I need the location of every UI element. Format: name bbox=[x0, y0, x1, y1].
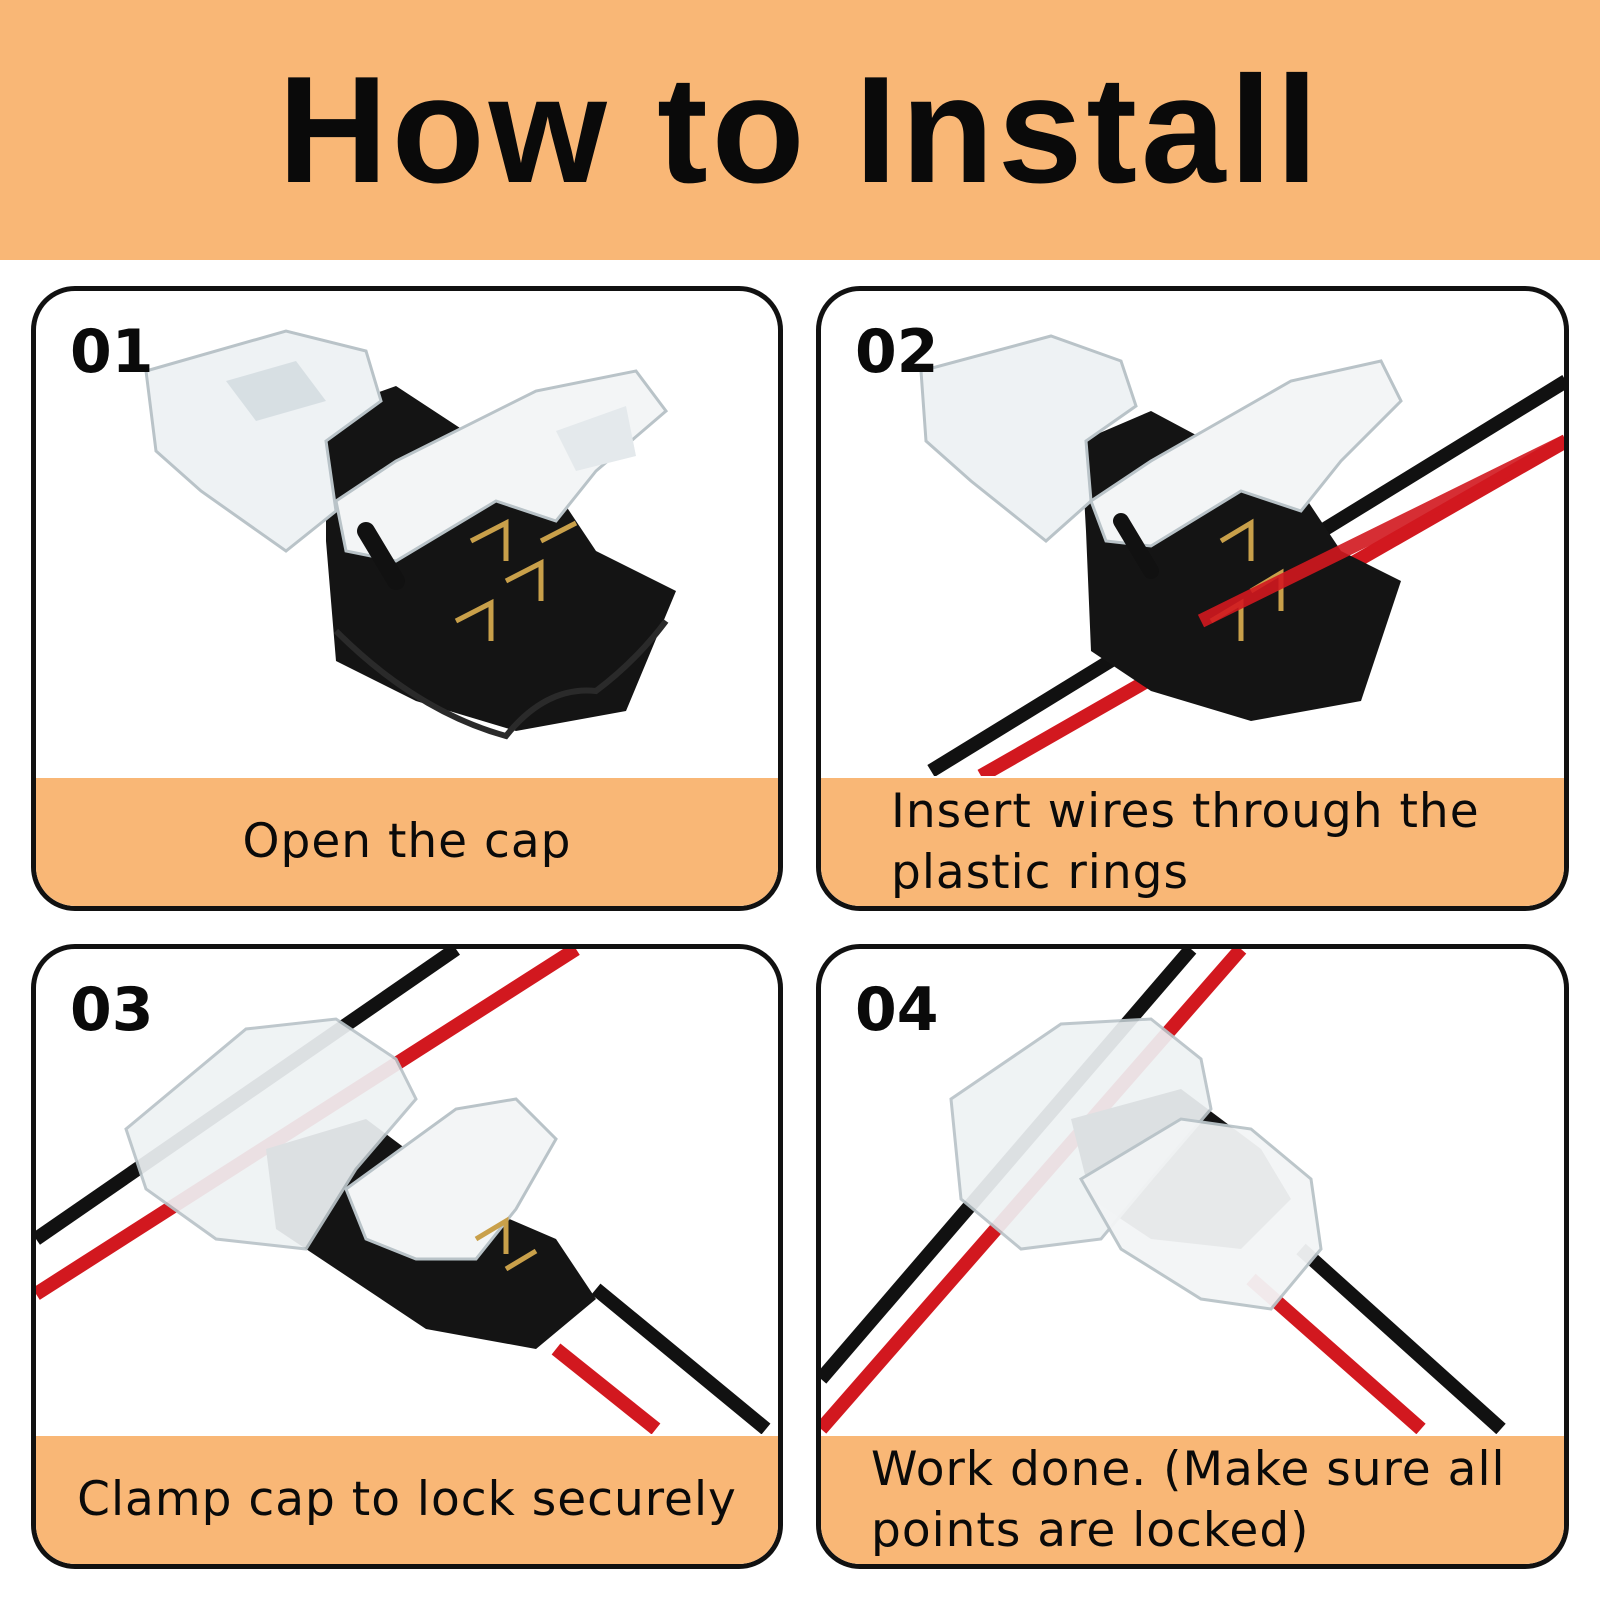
step-card-2: 02 Insert wires through the plastic ring… bbox=[816, 286, 1569, 911]
step-card-3: 03 Clamp cap to lock securely bbox=[31, 944, 783, 1569]
clamp-cap-illustration bbox=[36, 949, 771, 1434]
step-caption: Insert wires through the plastic rings bbox=[821, 778, 1564, 906]
caption-line-1: Insert wires through the bbox=[891, 783, 1480, 839]
locked-connector-illustration bbox=[821, 949, 1506, 1434]
step-caption: Clamp cap to lock securely bbox=[36, 1436, 778, 1564]
caption-line-2: points are locked) bbox=[871, 1503, 1310, 1558]
step-caption: Open the cap bbox=[36, 778, 778, 906]
page-title: How to Install bbox=[278, 45, 1322, 215]
step-number: 02 bbox=[855, 317, 939, 387]
title-banner: How to Install bbox=[0, 0, 1600, 260]
caption-line-1: Work done. (Make sure all bbox=[871, 1441, 1506, 1497]
step-caption: Work done. (Make sure all points are loc… bbox=[821, 1436, 1564, 1564]
step-number: 04 bbox=[855, 975, 939, 1045]
wires-inserted-illustration bbox=[919, 334, 1564, 776]
open-connector-illustration bbox=[144, 329, 676, 740]
step-number: 03 bbox=[70, 975, 154, 1045]
caption-line-2: plastic rings bbox=[891, 845, 1189, 900]
step-card-4: 04 Work done. (Make sure all points are … bbox=[816, 944, 1569, 1569]
step-number: 01 bbox=[70, 317, 154, 387]
step-card-1: 01 Open the cap bbox=[31, 286, 783, 911]
